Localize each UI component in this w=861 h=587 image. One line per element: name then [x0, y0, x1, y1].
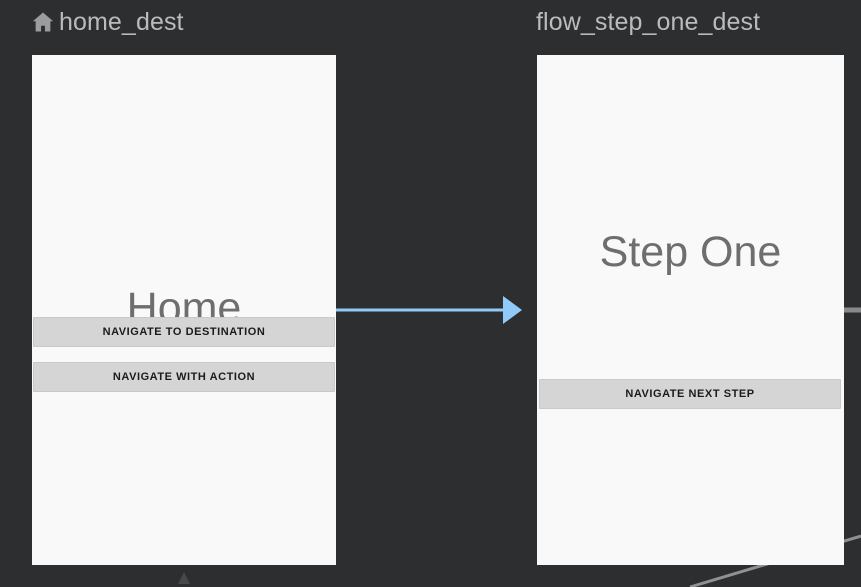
node-frame-home-dest[interactable]: Home NAVIGATE TO DESTINATION NAVIGATE WI…: [32, 55, 336, 565]
node-label-home-dest: home_dest: [59, 8, 184, 36]
node-label-flow-step-one-dest: flow_step_one_dest: [536, 8, 761, 36]
start-destination-marker: [178, 572, 190, 584]
navigate-to-destination-button[interactable]: NAVIGATE TO DESTINATION: [33, 317, 335, 347]
home-icon: [32, 12, 54, 32]
navigate-with-action-button[interactable]: NAVIGATE WITH ACTION: [33, 362, 335, 392]
screen-title-step-one: Step One: [599, 228, 782, 276]
node-frame-flow-step-one-dest[interactable]: Step One NAVIGATE NEXT STEP: [537, 55, 844, 565]
node-header-home-dest[interactable]: home_dest: [30, 9, 184, 35]
node-header-flow-step-one-dest[interactable]: flow_step_one_dest: [536, 9, 760, 35]
connector-home-to-step-one[interactable]: [336, 296, 522, 324]
navigate-next-step-button[interactable]: NAVIGATE NEXT STEP: [539, 379, 841, 409]
